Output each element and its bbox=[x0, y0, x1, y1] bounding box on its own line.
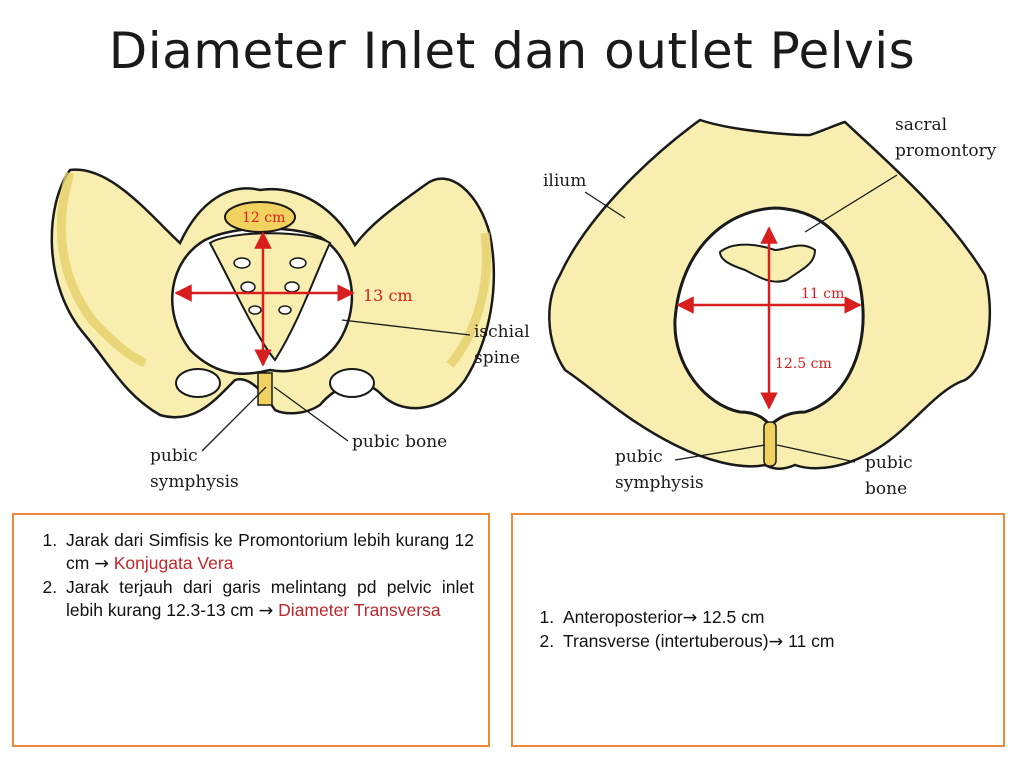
label-ilium: ilium bbox=[543, 171, 586, 191]
label-pubic: pubic bbox=[150, 446, 198, 466]
inlet-note-2-text: Jarak terjauh dari garis melintang pd pe… bbox=[66, 577, 474, 620]
label-12-5cm: 12.5 cm bbox=[775, 356, 832, 372]
slide-title: Diameter Inlet dan outlet Pelvis bbox=[108, 22, 916, 80]
label-symphysis: symphysis bbox=[150, 472, 239, 492]
pelvic-outlet-figure: 11 cm 12.5 cm ilium sacral promontory pu… bbox=[525, 100, 1020, 500]
label-ischial: ischial bbox=[474, 322, 530, 342]
label-spine: spine bbox=[474, 348, 520, 368]
label-pubic-bone: pubic bone bbox=[352, 432, 447, 452]
outlet-note-2-text: Transverse (intertuberous) bbox=[563, 631, 769, 651]
arrow-icon: → bbox=[258, 601, 274, 621]
outlet-notes-box: Anteroposterior→ 12.5 cm Transverse (int… bbox=[511, 513, 1005, 747]
pelvic-inlet-figure: 12 cm 13 cm ischial spine pubic bone pub… bbox=[30, 125, 540, 500]
outlet-notes-list: Anteroposterior→ 12.5 cm Transverse (int… bbox=[513, 606, 834, 654]
outlet-note-1: Anteroposterior→ 12.5 cm bbox=[559, 606, 834, 630]
label-11cm: 11 cm bbox=[801, 286, 844, 302]
outlet-note-2-value: 11 cm bbox=[788, 631, 835, 651]
label-13cm: 13 cm bbox=[363, 286, 413, 305]
arrow-icon: → bbox=[682, 608, 698, 628]
inlet-note-2: Jarak terjauh dari garis melintang pd pe… bbox=[62, 576, 474, 623]
label-sacral: sacral bbox=[895, 115, 947, 135]
label-outlet-bone: bone bbox=[865, 479, 907, 499]
outlet-symphysis-shape bbox=[763, 421, 777, 467]
inlet-note-1-text: Jarak dari Simfisis ke Promontorium lebi… bbox=[66, 530, 474, 573]
inlet-notes-list: Jarak dari Simfisis ke Promontorium lebi… bbox=[22, 529, 474, 623]
inlet-notes-box: Jarak dari Simfisis ke Promontorium lebi… bbox=[12, 513, 490, 747]
arrow-icon: → bbox=[768, 632, 784, 652]
inlet-note-1-highlight: Konjugata Vera bbox=[113, 553, 234, 573]
outlet-note-1-value: 12.5 cm bbox=[702, 607, 765, 627]
label-outlet-pubic: pubic bbox=[615, 447, 663, 467]
outlet-note-2: Transverse (intertuberous)→ 11 cm bbox=[559, 630, 834, 654]
label-outlet-symphysis: symphysis bbox=[615, 473, 704, 493]
label-outlet-pubic-2: pubic bbox=[865, 453, 913, 473]
inlet-note-1: Jarak dari Simfisis ke Promontorium lebi… bbox=[62, 529, 474, 576]
inlet-note-2-highlight: Diameter Transversa bbox=[278, 600, 441, 620]
arrow-icon: → bbox=[94, 554, 109, 574]
label-12cm: 12 cm bbox=[242, 210, 285, 226]
pubic-symphysis-shape bbox=[257, 372, 273, 406]
label-promontory: promontory bbox=[895, 141, 997, 161]
outlet-note-1-text: Anteroposterior bbox=[563, 607, 683, 627]
